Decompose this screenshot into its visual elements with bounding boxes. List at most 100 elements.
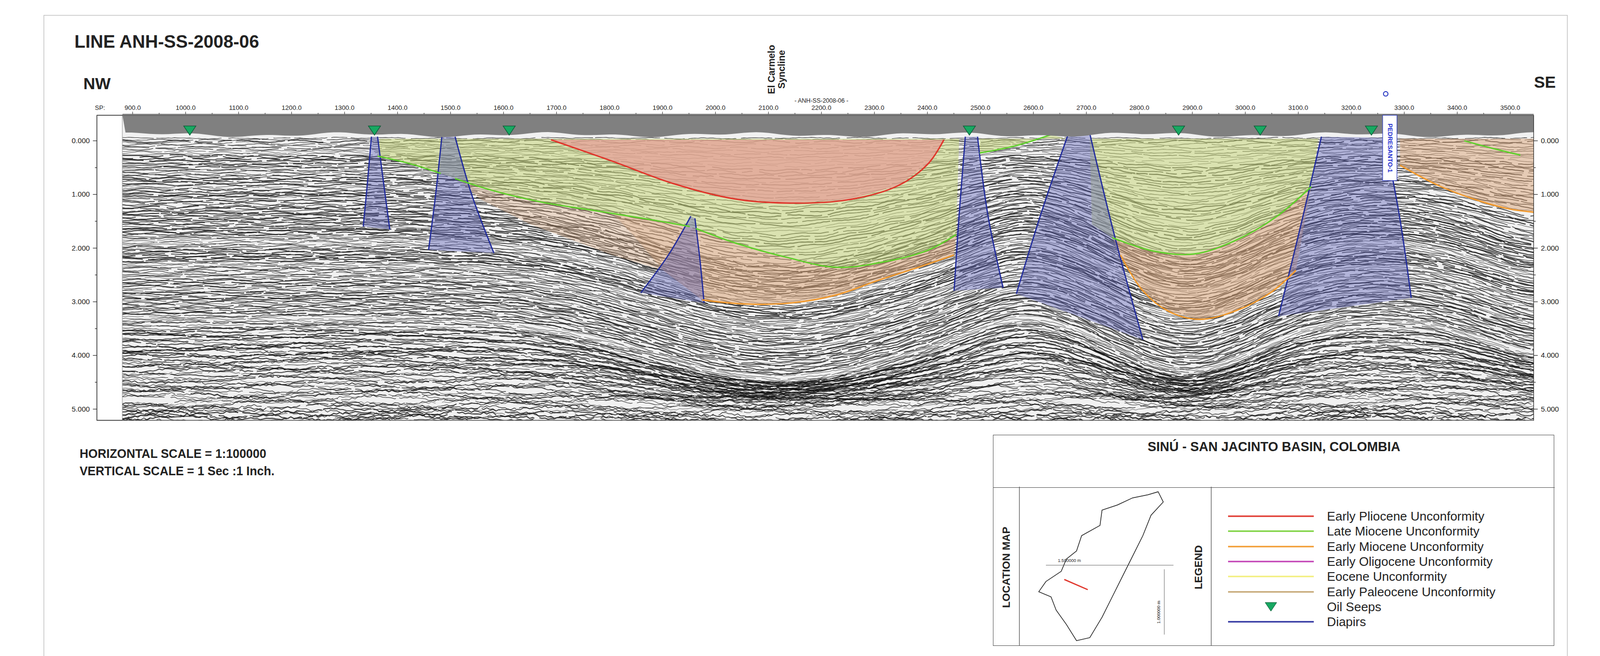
map-grid-line [1045, 564, 1174, 566]
cell-heading: SINÚ - SAN JACINTO BASIN, COLOMBIA [1147, 439, 1401, 455]
horizon-line [1464, 140, 1521, 156]
horizon-line [979, 134, 1051, 153]
shotpoint-label: 1200.0 [281, 104, 302, 112]
shotpoint-tick [1430, 112, 1431, 115]
shotpoint-tick [926, 111, 928, 115]
shotpoint-tick [132, 111, 133, 115]
time-tick [1533, 220, 1536, 222]
shotpoint-tick [1509, 111, 1511, 115]
time-label: 1.000 [71, 190, 91, 199]
seismic-trace [122, 312, 1534, 375]
title-block-ground [992, 434, 1555, 646]
legend-text: Diapirs [1326, 614, 1366, 629]
shotpoint-label: 2400.0 [917, 104, 938, 112]
cell-divider [1210, 486, 1212, 646]
diapir-fill [640, 216, 704, 304]
time-tick [92, 247, 97, 249]
time-label: 2.000 [71, 244, 91, 253]
legend-text: Oil Seeps [1326, 599, 1382, 614]
legend-sample [1228, 599, 1314, 614]
time-label: 0.000 [71, 136, 91, 146]
horizon-line [551, 139, 944, 203]
seismic-ground [122, 115, 1534, 421]
unit-fill [1400, 138, 1534, 212]
shotpoint-axis [122, 113, 1534, 115]
oil-seep-symbol [963, 125, 976, 135]
legend-line [1228, 560, 1314, 562]
shotpoint-tick [211, 112, 213, 115]
shotpoint-label: 3400.0 [1447, 104, 1468, 112]
shotpoint-tick [1112, 112, 1113, 115]
seismic-trace [122, 381, 1534, 403]
shotpoint-tick [1324, 112, 1325, 115]
legend-line [1228, 575, 1314, 578]
oil-seep-symbol [1172, 125, 1185, 135]
shotpoint-tick [503, 111, 504, 115]
horizon-line [695, 228, 956, 268]
shotpoint-label: 2100.0 [758, 104, 779, 112]
shotpoint-tick [741, 112, 742, 115]
time-label: 5.000 [71, 405, 91, 414]
shotpoint-label: 1000.0 [175, 104, 196, 112]
surface-band [122, 115, 1534, 137]
shotpoint-label: 3300.0 [1394, 104, 1415, 112]
legend-text: Eocene Unconformity [1326, 569, 1447, 584]
shotpoint-label: 2900.0 [1182, 104, 1203, 112]
line-name: - ANH-SS-2008-06 - [794, 97, 849, 105]
unit-fills [377, 134, 1534, 319]
shotpoint-tick [953, 112, 954, 115]
time-tick [94, 220, 97, 222]
shotpoint-tick [1032, 111, 1034, 115]
diapir-line [640, 216, 691, 293]
shotpoint-tick [1297, 111, 1299, 115]
time-tick [1533, 381, 1536, 383]
time-tick [94, 167, 97, 168]
shotpoint-label: 1800.0 [599, 104, 620, 112]
direction-label: NW [83, 74, 111, 93]
shotpoint-tick [291, 111, 292, 115]
line-title: LINE ANH-SS-2008-06 [74, 31, 260, 52]
shotpoint-label: 1400.0 [387, 104, 408, 112]
shotpoint-label: 3000.0 [1235, 104, 1256, 112]
time-label: 4.000 [71, 351, 91, 360]
shotpoint-tick [1059, 112, 1060, 115]
unit-fill [612, 212, 957, 304]
time-label: 3.000 [71, 297, 91, 306]
shotpoint-tick [1377, 112, 1378, 115]
diapirs [363, 133, 1412, 340]
diapir-line [363, 136, 372, 227]
time-tick [92, 301, 97, 302]
oil-seep-symbol [502, 125, 516, 135]
shotpoint-tick [820, 111, 822, 115]
diapir-line [1016, 133, 1069, 294]
seismic-trace [122, 416, 1534, 421]
legend-line [1228, 530, 1314, 532]
seismic-traces [122, 115, 1534, 421]
unit-fill [1112, 186, 1312, 319]
shotpoint-tick [688, 112, 690, 115]
shotpoint-label: 3100.0 [1288, 104, 1309, 112]
shotpoint-tick [979, 111, 981, 115]
legend-line [1228, 545, 1314, 547]
diapir-fill [953, 136, 1004, 291]
section-frame [96, 115, 1534, 421]
legend-line [1228, 621, 1314, 623]
shotpoint-label: 2200.0 [811, 104, 832, 112]
shotpoint-label: 900.0 [124, 104, 141, 112]
legend-text: Early Oligocene Unconformity [1326, 554, 1493, 569]
legend-line [1228, 590, 1314, 593]
horizon-line [1120, 254, 1296, 319]
shotpoint-label: 2500.0 [970, 104, 991, 112]
seismic-trace [122, 370, 1534, 402]
time-tick [1533, 247, 1538, 249]
map-coordinate: 1.000000 m [1156, 600, 1162, 624]
diapir-fill [428, 136, 495, 253]
shotpoint-tick [476, 112, 478, 115]
seismic-trace [122, 321, 1534, 384]
direction-label: SE [1533, 73, 1556, 92]
shotpoint-tick [1350, 111, 1352, 115]
shotpoint-label: 1700.0 [546, 104, 567, 112]
time-label: 1.000 [1540, 190, 1560, 199]
legend-sample [1228, 584, 1314, 599]
time-tick [1533, 274, 1536, 276]
